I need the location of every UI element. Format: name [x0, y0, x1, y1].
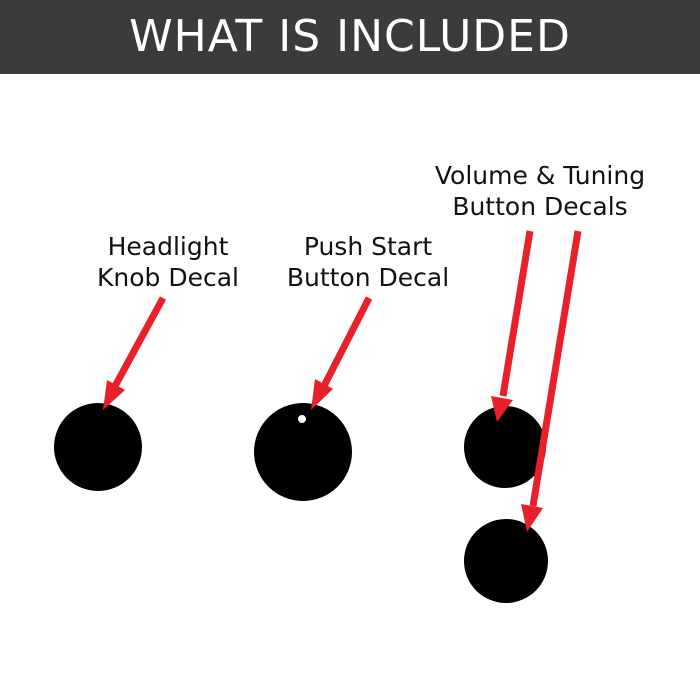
headlight-knob-decal: [54, 403, 142, 491]
headlight-knob-label: Headlight Knob Decal: [68, 231, 268, 293]
volume-tuning-label-line1: Volume & Tuning: [434, 161, 646, 190]
push-start-arrow: [311, 296, 373, 410]
headlight-label-line2: Knob Decal: [97, 263, 239, 292]
volume-button-decal: [464, 406, 546, 488]
header-bar: [0, 0, 700, 74]
tuning-arrow: [521, 230, 582, 532]
headlight-arrow: [103, 296, 167, 410]
push-start-button-decal: [254, 403, 352, 501]
volume-arrow: [491, 230, 534, 422]
page-title: WHAT IS INCLUDED: [129, 11, 571, 62]
tuning-button-decal: [464, 519, 548, 603]
push-start-label-line2: Button Decal: [286, 263, 450, 292]
push-start-label: Push Start Button Decal: [268, 231, 468, 293]
push-start-label-line1: Push Start: [303, 232, 433, 261]
volume-tuning-label: Volume & Tuning Button Decals: [410, 160, 670, 222]
push-start-indicator-dot: [298, 415, 306, 423]
headlight-label-line1: Headlight: [107, 232, 229, 261]
volume-tuning-label-line2: Button Decals: [452, 192, 628, 221]
